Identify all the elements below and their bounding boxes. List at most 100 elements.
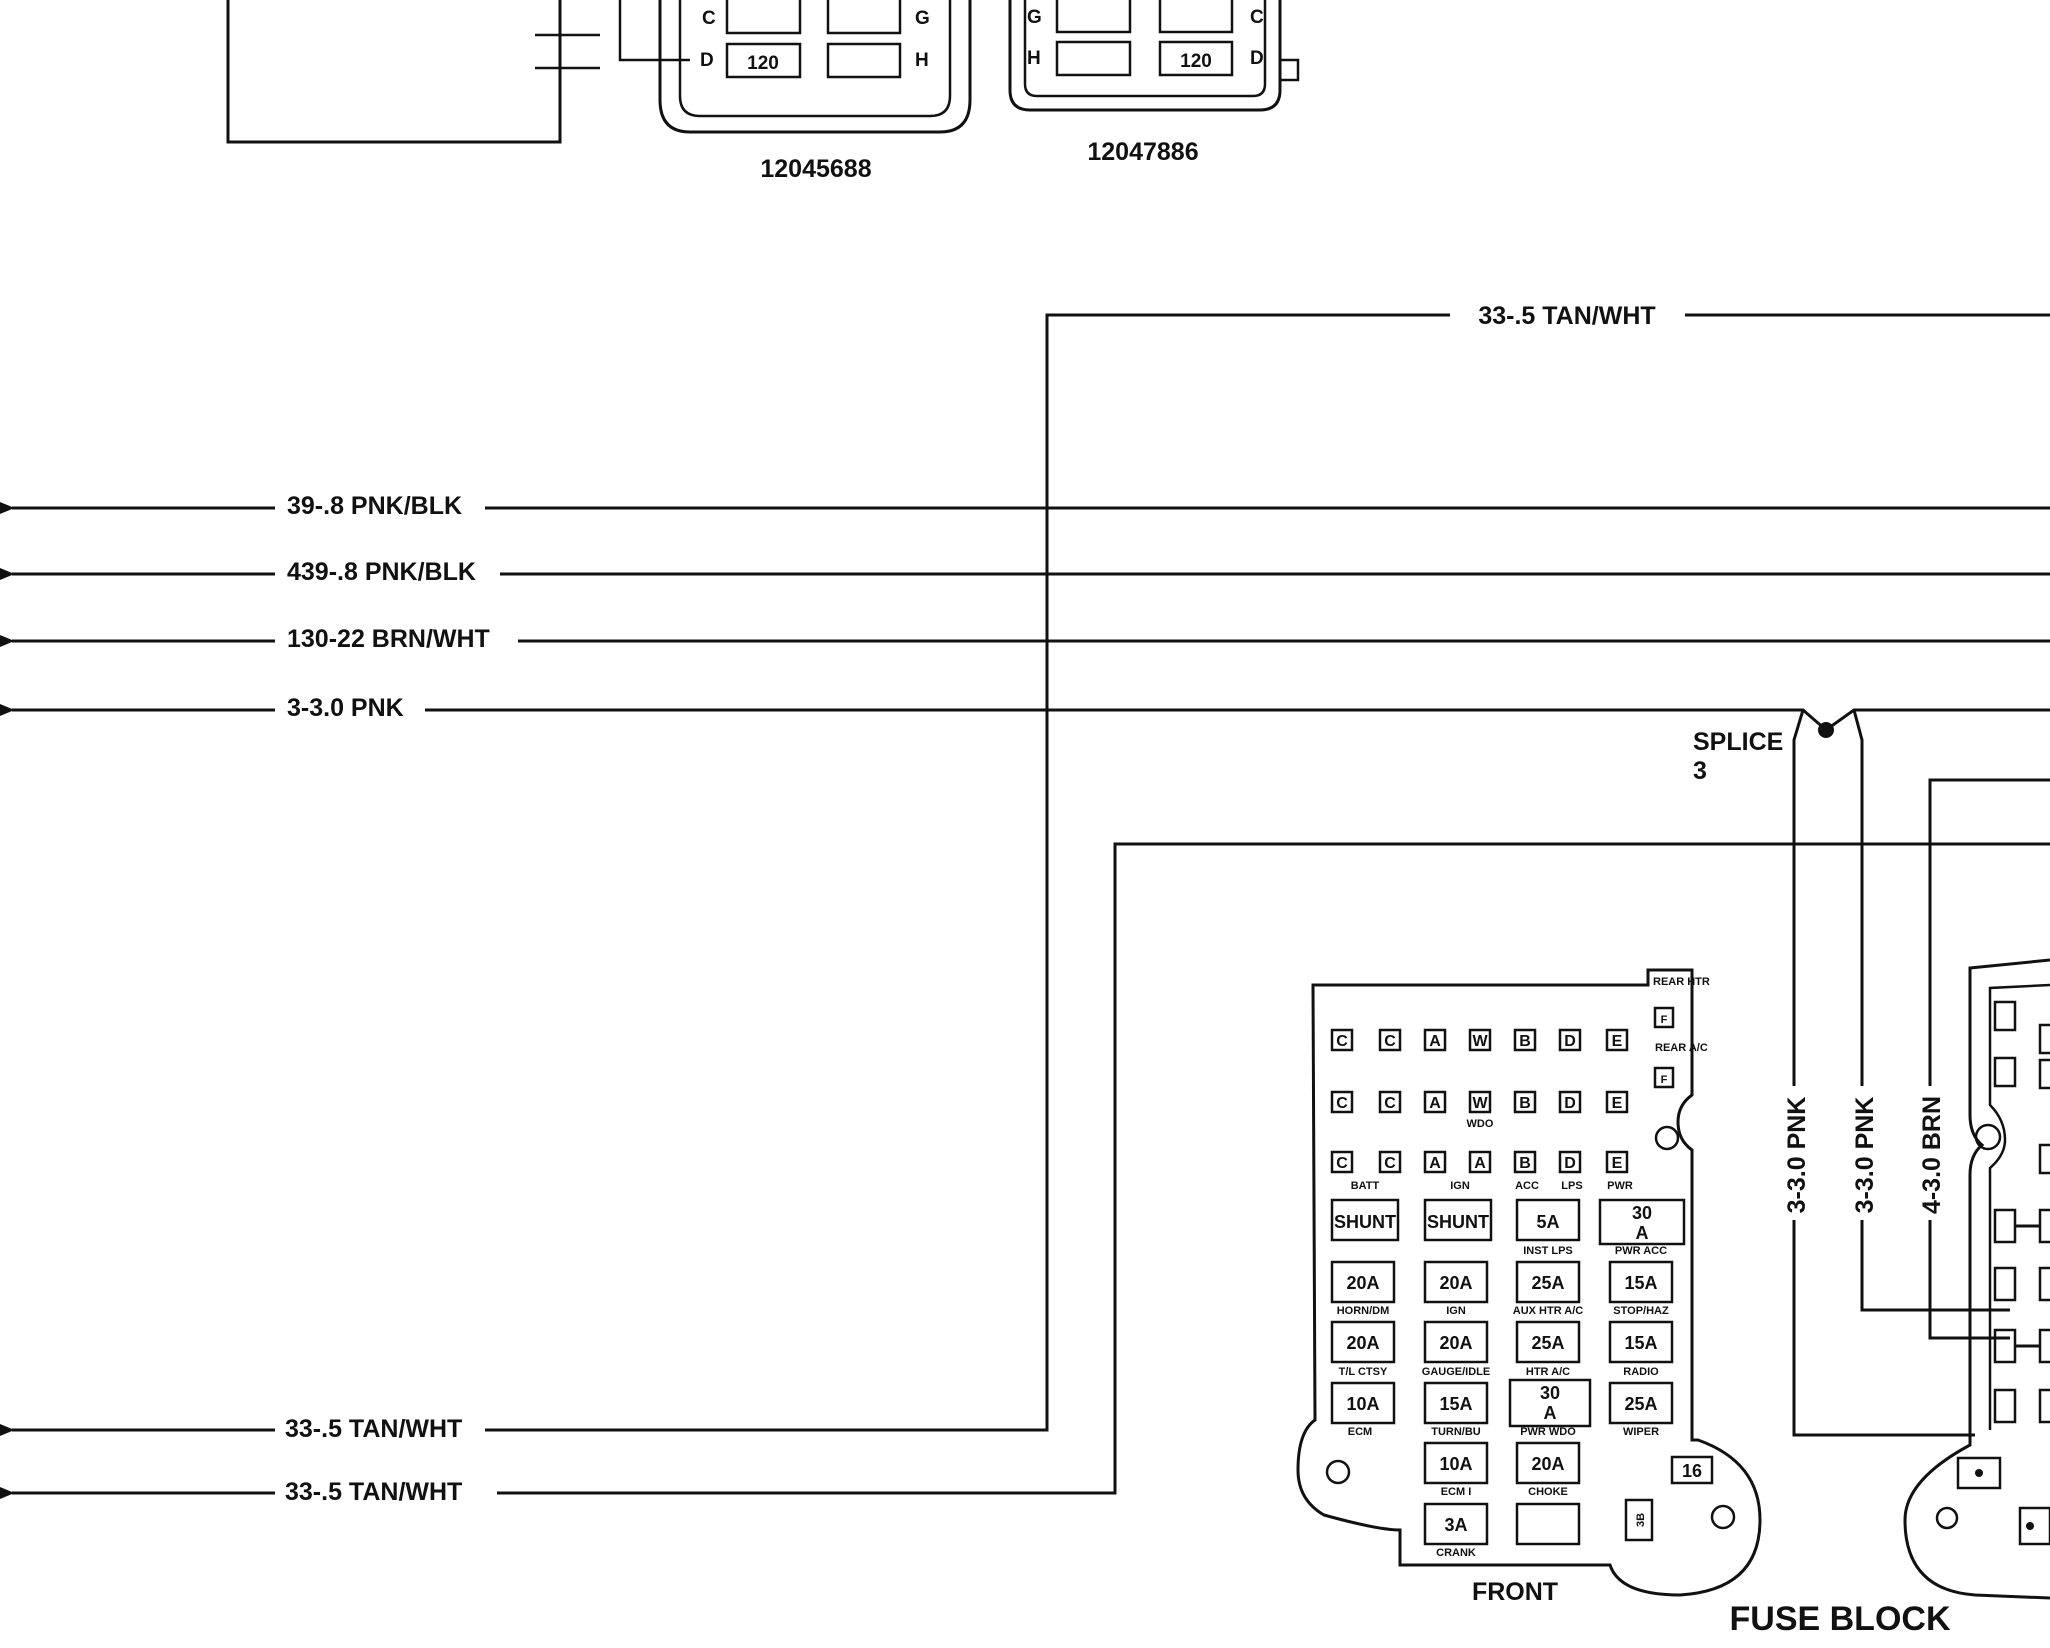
relay-tab [1278,58,1300,82]
wire-3-pnk-drop-a-bottom [1792,1220,1975,1437]
relay-cavity-g [1055,0,1132,34]
fuse-25a [1608,1381,1674,1425]
pin-c-label: C [702,8,716,29]
splice-node [1818,722,1834,738]
wire-label-439: 439-.8 PNK/BLK [287,558,476,586]
terminal [2038,1143,2050,1175]
fuse-20a [1423,1320,1489,1364]
fuse-row-3: 20A 20A 25A 15A T/L CTSY GAUGE/IDLE HTR … [1330,1320,1674,1378]
pin-g-label: G [1027,7,1042,28]
wire-4-brn-bottom [1928,1220,2010,1340]
circuit-choke: CHOKE [1528,1486,1568,1498]
fuse-20a [1423,1260,1489,1304]
relay-area: C D G H 120 12045688 G H C D 120 1204788… [226,0,1300,183]
relay-12045688: C D G H 120 12045688 [658,0,972,183]
rear-ac-terminal-label: F [1661,1074,1668,1086]
fuse-row-4: 10A 15A 30 A 25A ECM TURN/BU PWR WDO WIP… [1330,1378,1674,1438]
connector-outline [226,0,562,144]
fuse-label: 25A [1531,1273,1564,1293]
terminal [1993,1000,2017,1032]
fuse-label: 30 [1540,1383,1560,1403]
fuse-label: 30 [1632,1203,1652,1223]
terminal [2038,1058,2050,1090]
fuse-label: 20A [1346,1333,1379,1353]
wire-label-v3: 4-3.0 BRN [1918,1096,1946,1214]
terminal-label: D [1564,1155,1576,1172]
front-label: FRONT [1472,1578,1558,1606]
terminal [1956,1456,2002,1490]
pin-g-label: G [915,8,930,29]
fuse-block-rear [1903,958,2050,1600]
part-number-12047886: 12047886 [1087,138,1198,166]
fuse-label: 20A [1439,1273,1472,1293]
fuse-10a [1423,1441,1489,1485]
relay-cavity-c [725,0,802,35]
wdo-label: WDO [1467,1118,1494,1130]
circuit-pwr-acc: PWR ACC [1615,1245,1667,1257]
fuse-label: 15A [1624,1273,1657,1293]
wires: 33-.5 TAN/WHT 39-.8 PNK/BLK 439-.8 PNK/B… [0,302,2050,1506]
terminal-label: E [1612,1095,1623,1112]
fuse-15a [1608,1320,1674,1364]
relay-12047886: G H C D 120 12047886 [1008,0,1300,166]
terminal [1993,1208,2017,1244]
relay-cavity-c [1158,0,1234,34]
wire-label-3: 3-3.0 PNK [287,694,404,722]
circuit-wiper: WIPER [1623,1426,1659,1438]
pin-c-label: C [1250,7,1264,28]
fuse-label: 20A [1439,1333,1472,1353]
splice-number: 3 [1693,757,1707,785]
terminal-label: C [1384,1095,1396,1112]
terminal-label: C [1336,1033,1348,1050]
terminal-row-1: C C A W B D E [1330,1028,1629,1052]
wire-label-33-b: 33-.5 TAN/WHT [285,1478,462,1506]
wire-label-39: 39-.8 PNK/BLK [287,492,462,520]
relay-value: 120 [747,53,779,74]
pwr-label: PWR [1607,1180,1633,1192]
fuse-label: A [1544,1403,1557,1423]
wire-label-v1: 3-3.0 PNK [1783,1097,1811,1214]
terminal [1993,1056,2017,1088]
terminal-label: A [1429,1033,1441,1050]
relay-cavity-h [1055,40,1132,77]
fuse-label: 5A [1536,1212,1559,1232]
terminal-label: B [1519,1155,1531,1172]
fuse-20a [1515,1441,1581,1485]
terminal-row-2: C C A W B D E WDO [1330,1090,1629,1130]
splice-label: SPLICE [1693,728,1783,756]
circuit-pwr-wdo: PWR WDO [1520,1426,1576,1438]
terminal-label: C [1336,1095,1348,1112]
pin-d-label: D [700,50,714,71]
batt-label: BATT [1351,1180,1380,1192]
fuse-label: 10A [1439,1454,1472,1474]
wire-33-tan-wht-b [497,842,2050,1495]
terminal-label: A [1429,1155,1441,1172]
fuse-row-5: 10A 20A ECM I CHOKE [1423,1441,1581,1498]
rear-htr-terminal-label: F [1661,1014,1668,1026]
terminal-row-3: C C A A B D E BATT IGN ACC LPS PWR [1330,1150,1633,1192]
relay-value: 120 [1180,51,1212,72]
part-number-12045688: 12045688 [760,155,871,183]
fuse-label: 25A [1531,1333,1564,1353]
terminal-label: E [1612,1155,1623,1172]
circuit-ecm: ECM [1348,1426,1372,1438]
rear-ac-label: REAR A/C [1655,1042,1708,1054]
wire-label-top: 33-.5 TAN/WHT [1478,302,1655,330]
relay-cavity-g [826,0,902,35]
acc-label: ACC [1515,1180,1539,1192]
fuse-label: SHUNT [1334,1212,1396,1232]
relay-cavity-d [1158,40,1234,77]
terminal-16-label: 16 [1682,1461,1702,1481]
fuse-30a [1598,1198,1686,1246]
circuit-inst-lps: INST LPS [1523,1245,1573,1257]
pin-h-label: H [1027,48,1041,69]
terminal [2038,1266,2050,1302]
circuit-horn-dm: HORN/DM [1337,1305,1390,1317]
fuse-20a [1330,1260,1396,1304]
circuit-tl-ctsy: T/L CTSY [1339,1366,1388,1378]
terminal [1993,1388,2017,1424]
mount-hole-left [1325,1459,1351,1485]
terminal-3b [1624,1498,1654,1542]
terminal [1993,1328,2017,1364]
wire-label-130: 130-22 BRN/WHT [287,625,490,653]
